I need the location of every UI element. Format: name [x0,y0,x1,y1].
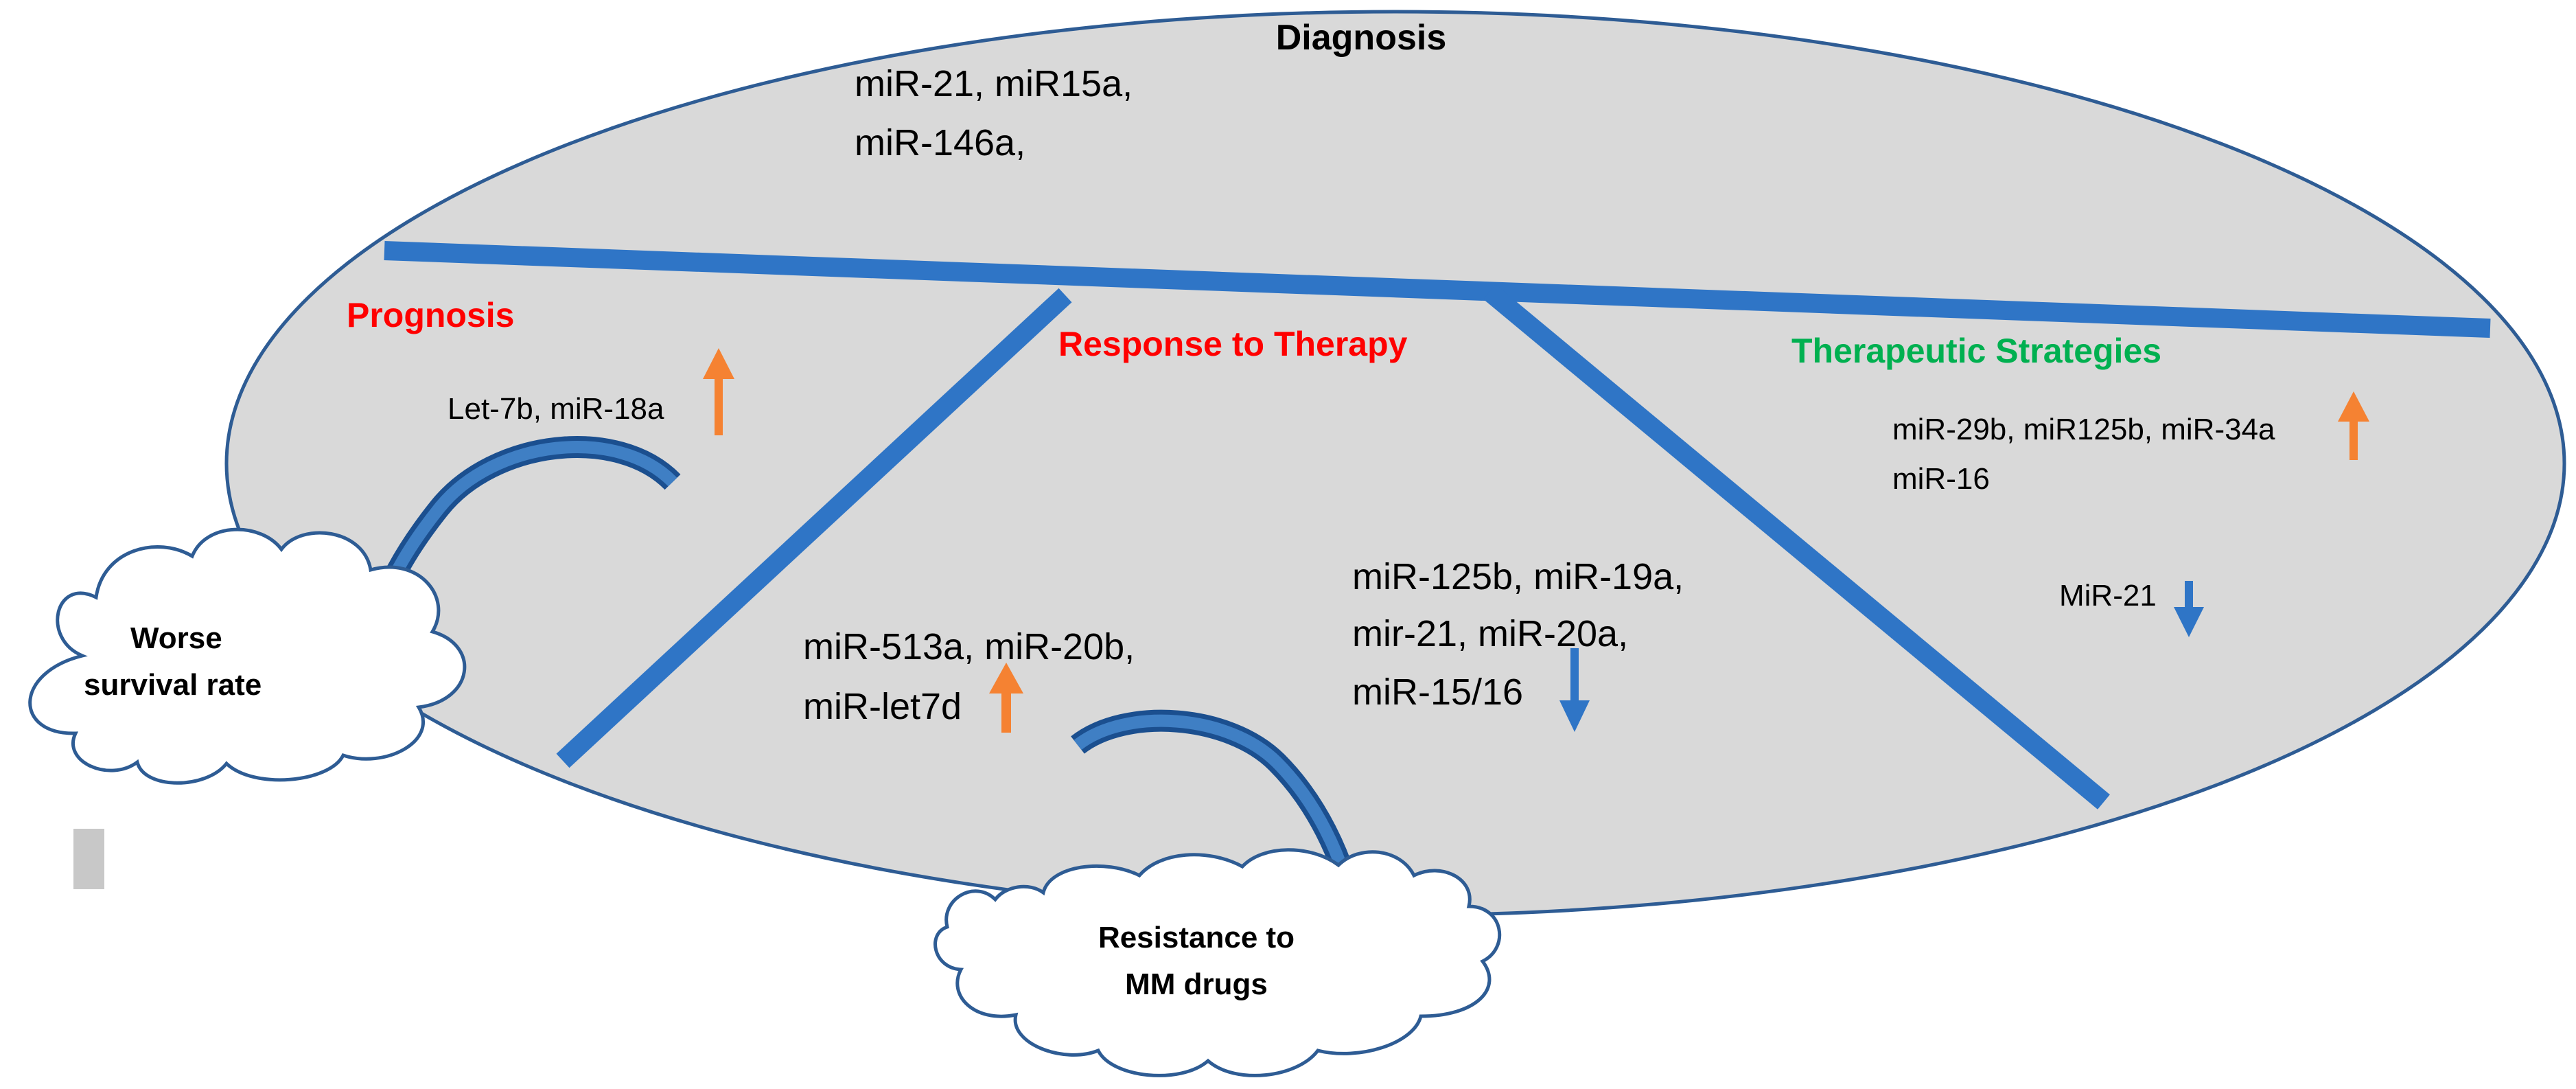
therapeutic-section: Therapeutic Strategies miR-29b, miR125b,… [1791,332,2369,637]
response-up-line1: miR-513a, miR-20b, [803,626,1135,667]
therapeutic-title: Therapeutic Strategies [1791,332,2161,370]
worse-survival-line1: Worse [130,621,222,655]
therapeutic-up-line1: miR-29b, miR125b, miR-34a [1892,413,2275,446]
cloud-shape [933,848,1502,1077]
horizontal-branch [384,241,2491,338]
worse-survival-line2: survival rate [84,668,262,702]
response-down-line3: miR-15/16 [1352,672,1523,713]
prognosis-title: Prognosis [347,296,514,334]
diagnosis-section: Diagnosis miR-21, miR15a, miR-146a, [855,18,1446,163]
diagnosis-mirnas-line2: miR-146a, [855,122,1025,163]
resistance-line1: Resistance to [1098,921,1295,954]
diagnosis-mirnas-line1: miR-21, miR15a, [855,63,1133,104]
prognosis-mirnas: Let-7b, miR-18a [448,392,664,426]
response-up-line2: miR-let7d [803,686,962,727]
resistance-line2: MM drugs [1125,967,1268,1001]
response-down-line1: miR-125b, miR-19a, [1352,556,1684,597]
therapeutic-up-line2: miR-16 [1892,462,1990,496]
down-arrow-icon [2174,581,2204,637]
grey-marker [73,829,104,889]
main-ellipse [224,10,2566,917]
response-down-line2: mir-21, miR-20a, [1352,613,1628,654]
therapeutic-down-label: MiR-21 [2059,579,2157,612]
prognosis-section: Prognosis Let-7b, miR-18a [347,296,734,435]
response-section: Response to Therapy miR-513a, miR-20b, m… [803,325,1684,733]
branch-lines [384,241,2491,810]
right-branch [1483,284,2110,810]
left-branch [556,288,1072,768]
cloud-worse-survival: Worse survival rate [28,527,467,785]
down-arrow-icon [1559,648,1590,732]
cloud-resistance: Resistance to MM drugs [933,848,1502,1077]
cloud-shape [28,527,467,785]
diagnosis-title: Diagnosis [1276,18,1447,58]
up-arrow-icon [989,663,1023,733]
response-title: Response to Therapy [1058,325,1408,363]
up-arrow-icon [703,348,734,435]
up-arrow-icon [2338,391,2369,460]
